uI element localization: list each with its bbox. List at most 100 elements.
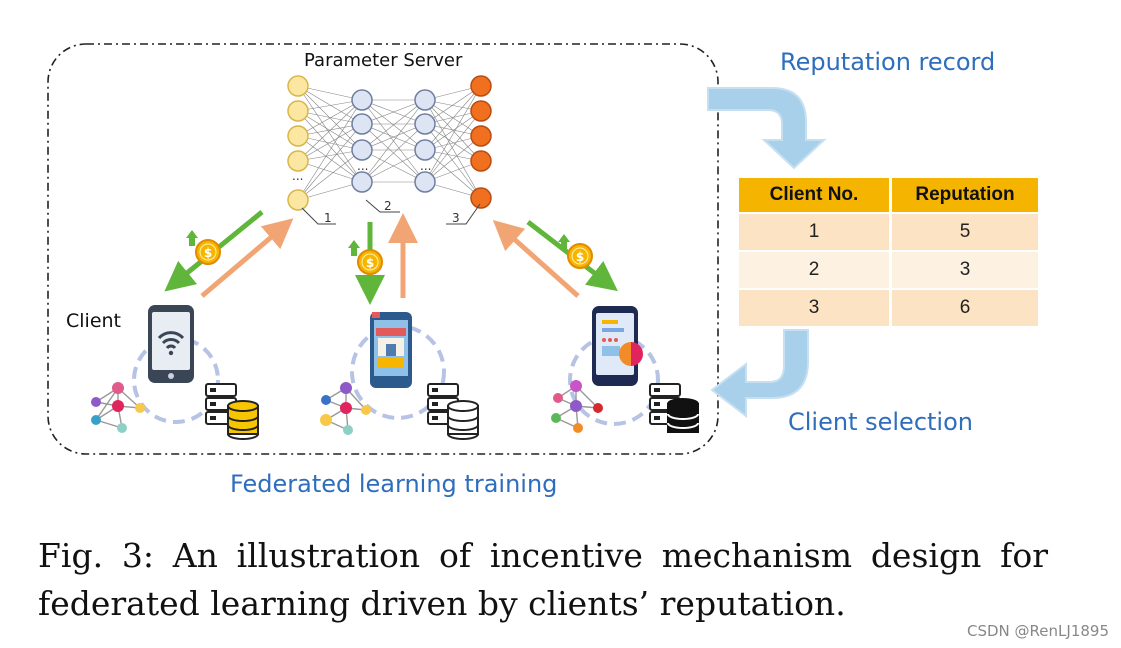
network-edge — [297, 85, 363, 183]
client-number-cell: 1 — [739, 212, 892, 251]
network-edge — [297, 123, 363, 137]
network-edge — [297, 160, 363, 183]
network-edge — [297, 135, 363, 183]
reputation-table: Client No. Reputation 1 5 2 3 3 6 — [739, 178, 1038, 326]
network-edge — [361, 99, 426, 183]
client-number-cell: 3 — [739, 288, 892, 326]
network-node-layer-1 — [287, 150, 309, 172]
client-selection-arrow — [710, 329, 809, 419]
network-node-layer-2 — [351, 139, 373, 161]
parameter-server-network — [287, 75, 492, 211]
database-icon — [447, 400, 479, 440]
reputation-cell: 5 — [890, 212, 1038, 251]
smartphone-shop-icon — [370, 312, 412, 388]
coin-icon: $ — [348, 240, 383, 275]
network-graph-icon — [320, 382, 371, 435]
network-node-layer-3 — [414, 139, 436, 161]
network-edge — [297, 110, 363, 183]
column-header-client: Client No. — [739, 178, 892, 213]
layer-label-1: 1 — [324, 211, 332, 225]
network-edge — [424, 85, 482, 183]
network-node-layer-3 — [414, 113, 436, 135]
network-edge — [361, 123, 426, 151]
network-edge — [424, 85, 482, 125]
table-row: 1 5 — [739, 212, 1038, 251]
network-node-layer-1 — [287, 100, 309, 122]
parameter-server-label: Parameter Server — [304, 50, 463, 71]
figure-caption: Fig. 3: An illustration of incentive mec… — [38, 536, 1048, 623]
network-edge — [424, 123, 482, 199]
network-edge — [424, 135, 482, 183]
network-node-layer-4 — [470, 150, 492, 172]
upload-arrow-1 — [200, 218, 294, 298]
database-icon — [227, 400, 259, 440]
network-edge — [297, 99, 363, 201]
network-edge — [297, 123, 363, 201]
layer-label-3: 3 — [452, 211, 460, 225]
layer-label-2: 2 — [384, 199, 392, 213]
download-arrow-3 — [526, 220, 618, 292]
network-node-layer-4 — [470, 75, 492, 97]
network-edge — [424, 110, 482, 183]
network-edge — [297, 85, 363, 101]
network-node-layer-4 — [470, 100, 492, 122]
network-edge — [361, 149, 426, 183]
diagram-canvas: ... ... ... 1 2 3 $ $ $ — [47, 43, 827, 455]
network-node-layer-1 — [287, 75, 309, 97]
network-node-layer-1 — [287, 125, 309, 147]
network-node-layer-4 — [470, 187, 492, 209]
network-node-layer-2 — [351, 171, 373, 193]
network-edge — [297, 181, 363, 201]
reputation-record-arrow — [707, 87, 827, 170]
federated-training-label: Federated learning training — [230, 470, 558, 498]
database-icon — [667, 398, 699, 433]
client-selection-label: Client selection — [788, 408, 973, 436]
network-edge — [297, 149, 363, 162]
layer-ellipsis-1: ... — [292, 169, 303, 183]
network-node-layer-3 — [414, 89, 436, 111]
network-node-layer-2 — [351, 113, 373, 135]
layer-ellipsis-2: ... — [357, 159, 368, 173]
reputation-cell: 3 — [890, 250, 1038, 289]
network-graph-icon — [91, 382, 145, 433]
table-row: 3 6 — [739, 288, 1038, 326]
network-edge — [297, 85, 363, 125]
network-edge — [424, 85, 482, 151]
network-edge — [424, 99, 482, 199]
network-edge — [297, 149, 363, 201]
upload-arrow-3 — [492, 220, 580, 298]
network-edge — [297, 110, 363, 125]
client-number-cell: 2 — [739, 250, 892, 289]
network-edge — [361, 99, 426, 151]
table-header-row: Client No. Reputation — [739, 178, 1038, 213]
network-edge — [297, 123, 363, 162]
network-node-layer-1 — [287, 189, 309, 211]
network-node-layer-4 — [470, 125, 492, 147]
network-connections — [297, 85, 482, 201]
coin-icon: $ — [558, 234, 593, 269]
network-node-layer-3 — [414, 171, 436, 193]
training-frame — [47, 43, 719, 455]
network-edge — [297, 99, 363, 112]
network-graph-icon — [551, 380, 603, 433]
reputation-record-label: Reputation record — [780, 48, 996, 76]
svg-text:$: $ — [366, 256, 374, 270]
table-row: 2 3 — [739, 250, 1038, 289]
network-edge — [297, 99, 363, 162]
network-edge — [297, 135, 363, 151]
network-edge — [361, 123, 426, 183]
network-edge — [361, 99, 426, 125]
layer-ellipsis-3: ... — [420, 159, 431, 173]
reputation-cell: 6 — [890, 288, 1038, 326]
svg-text:$: $ — [204, 246, 212, 260]
network-edge — [424, 149, 482, 199]
network-edge — [297, 99, 363, 137]
watermark: CSDN @RenLJ1895 — [967, 622, 1109, 640]
column-header-reputation: Reputation — [890, 178, 1038, 213]
svg-text:$: $ — [576, 250, 584, 264]
client-label: Client — [66, 310, 122, 332]
network-edge — [424, 123, 482, 162]
smartphone-wifi-icon — [148, 305, 194, 383]
smartphone-app-icon — [592, 306, 643, 386]
network-node-layer-2 — [351, 89, 373, 111]
